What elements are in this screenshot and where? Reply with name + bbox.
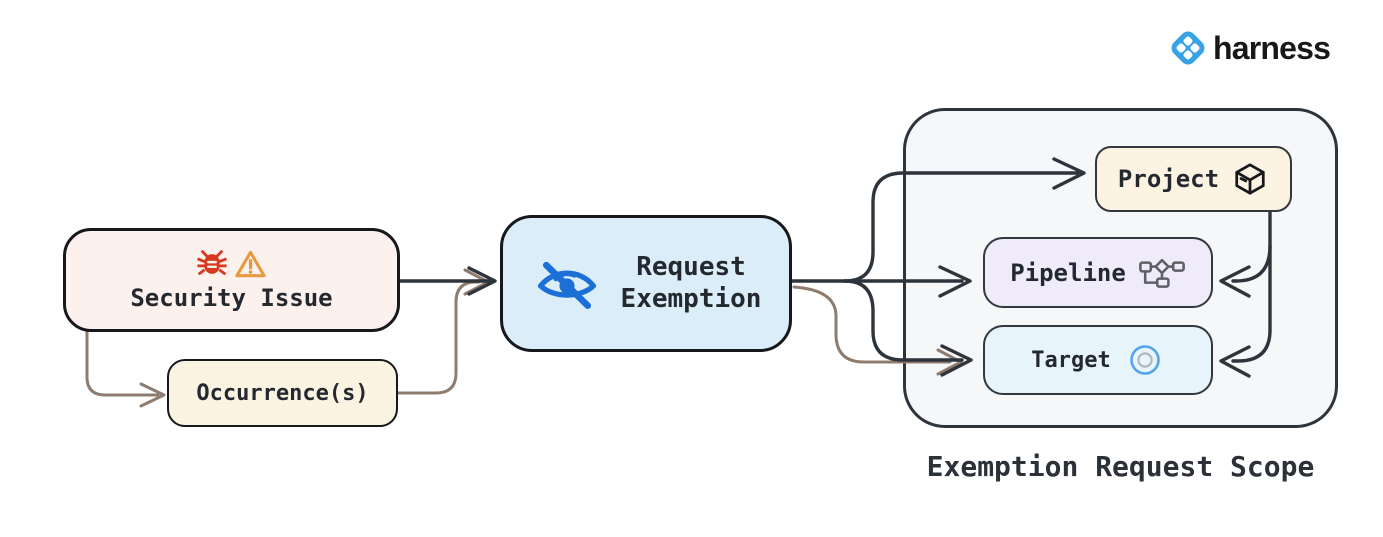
edge-exemption-to-target-brown	[792, 285, 952, 364]
security-issue-icons	[196, 248, 267, 280]
eye-off-icon	[531, 251, 603, 317]
target-node: Target	[983, 325, 1213, 395]
package-icon	[1231, 161, 1269, 197]
edge-exemption-to-target-arrowhead	[940, 344, 973, 377]
security-issue-node: Security Issue	[63, 228, 400, 332]
edge-security-to-occurrence	[85, 330, 160, 397]
edge-project-to-pipeline	[1231, 244, 1272, 283]
pipeline-node: Pipeline	[983, 237, 1213, 308]
harness-logo-icon	[1166, 26, 1210, 70]
target-icon	[1125, 340, 1165, 380]
request-exemption-label-line1: Request	[636, 252, 746, 283]
request-exemption-label-line2: Exemption	[620, 283, 762, 314]
pipeline-icon	[1138, 257, 1186, 289]
harness-logo: harness	[1166, 26, 1331, 70]
edge-occurrence-to-exemption	[396, 280, 481, 395]
occurrences-label: Occurrence(s)	[196, 380, 369, 406]
security-issue-label: Security Issue	[130, 284, 333, 312]
edge-project-to-target-arrowhead	[1219, 345, 1251, 378]
edge-project-to-pipeline-arrowhead	[1219, 265, 1251, 298]
edge-project-to-target	[1231, 210, 1272, 363]
warning-icon	[234, 248, 267, 280]
project-node: Project	[1095, 146, 1292, 212]
bug-icon	[196, 248, 228, 280]
project-label: Project	[1117, 165, 1220, 193]
exemption-scope-label: Exemption Request Scope	[926, 450, 1315, 483]
edge-exemption-to-pipeline-arrowhead	[938, 265, 972, 298]
edge-exemption-to-project-arrowhead	[1052, 157, 1086, 190]
request-exemption-node: Request Exemption	[500, 215, 792, 352]
edge-exemption-to-target	[843, 279, 964, 362]
occurrences-node: Occurrence(s)	[167, 359, 398, 427]
edge-security-to-exemption-arrowhead	[467, 266, 497, 296]
edge-security-to-occurrence-arrowhead	[139, 382, 166, 408]
harness-wordmark: harness	[1213, 29, 1331, 66]
edge-exemption-to-target-brown-arrowhead	[936, 348, 963, 376]
edge-exemption-to-project	[843, 171, 1080, 283]
pipeline-label: Pipeline	[1010, 258, 1126, 287]
target-label: Target	[1031, 347, 1111, 373]
